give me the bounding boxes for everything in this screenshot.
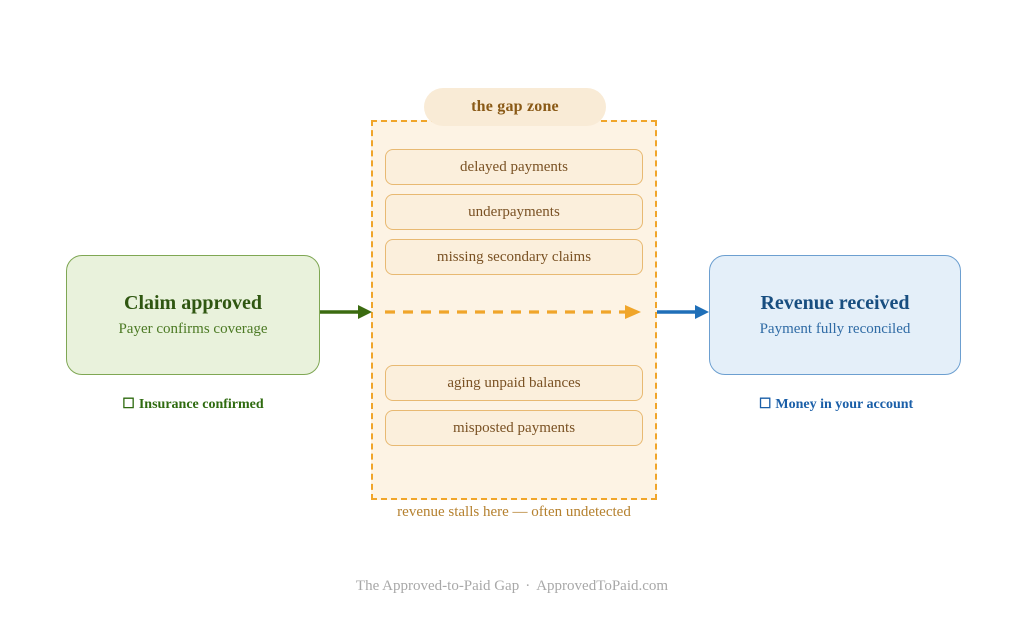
outbound-arrow-icon [657, 305, 709, 319]
stage-node-claim-approved: Claim approved Payer confirms coverage [66, 255, 320, 375]
footer-separator: · [525, 578, 531, 594]
footer: The Approved-to-Paid Gap · ApprovedToPaid.… [0, 578, 1024, 595]
gap-item-label: delayed payments [460, 158, 568, 175]
stage-node-subtitle: Payer confirms coverage [118, 320, 268, 337]
gap-zone-badge: the gap zone [424, 88, 606, 126]
gap-item: missing secondary claims [385, 239, 643, 275]
gap-item: underpayments [385, 194, 643, 230]
stage-caption-label: Money in your account [775, 397, 914, 412]
stage-node-title: Revenue received [760, 291, 910, 314]
gap-item: misposted payments [385, 410, 643, 446]
stage-caption-insurance-confirmed: ☐Insurance confirmed [66, 396, 320, 413]
midstream-dashed-arrow-icon [385, 305, 641, 319]
stage-node-subtitle: Payment fully reconciled [759, 320, 911, 337]
stage-caption-label: Insurance confirmed [138, 397, 264, 412]
footer-site: ApprovedToPaid.com [536, 578, 669, 594]
gap-item: aging unpaid balances [385, 365, 643, 401]
gap-item-label: missing secondary claims [436, 248, 592, 265]
gap-zone-caption: revenue stalls here — often undetected [397, 504, 631, 520]
stage-node-revenue-received: Revenue received Payment fully reconcile… [709, 255, 961, 375]
footer-title: The Approved-to-Paid Gap [355, 578, 520, 594]
inbound-arrow-icon [320, 305, 372, 319]
gap-item-label: aging unpaid balances [447, 374, 581, 391]
gap-item-label: misposted payments [452, 419, 576, 436]
missing-glyph-icon: ☐ [122, 397, 135, 412]
gap-item: delayed payments [385, 149, 643, 185]
gap-item-label: underpayments [468, 203, 560, 220]
gap-zone-badge-label: the gap zone [471, 98, 559, 115]
stage-node-title: Claim approved [124, 291, 262, 314]
stage-caption-money-in-your-account: ☐Money in your account [709, 396, 963, 413]
missing-glyph-icon: ☐ [758, 397, 772, 412]
